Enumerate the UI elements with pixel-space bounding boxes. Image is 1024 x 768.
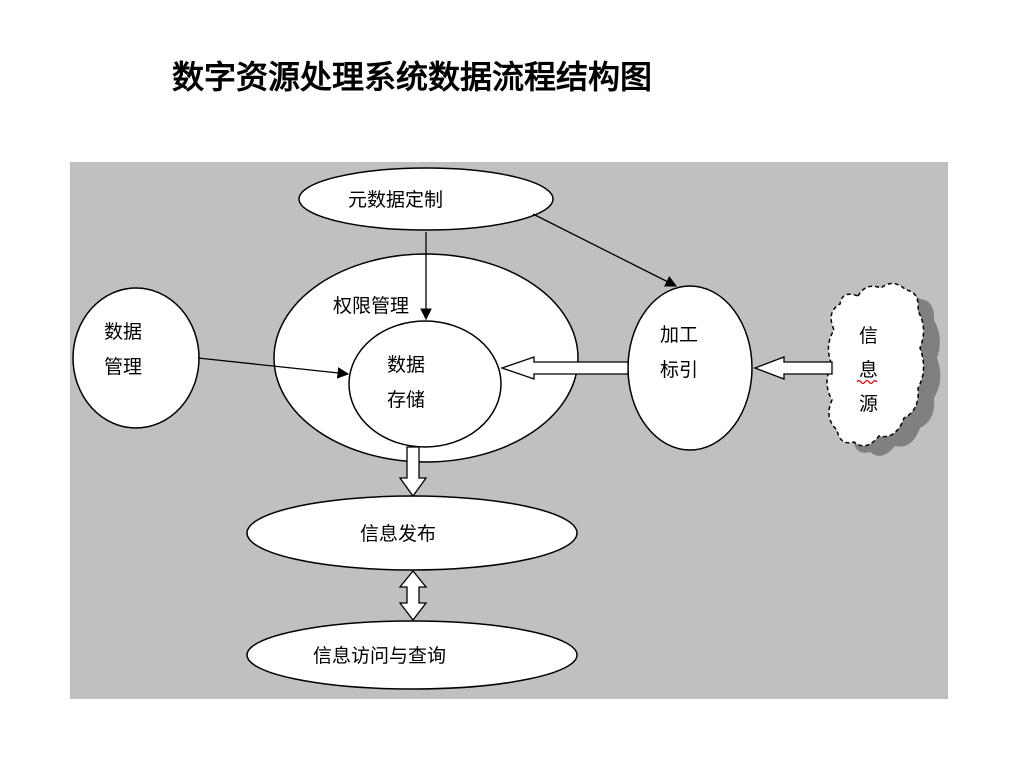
arrow-datamgmt-to-storage: [197, 357, 350, 379]
source-cloud: [826, 282, 925, 447]
access-ellipse: [246, 620, 578, 690]
metadata-ellipse: [298, 167, 554, 231]
storage-circle: [348, 320, 502, 448]
hollow-arrow-storage-to-publish: [398, 446, 428, 498]
hollow-arrow-source-to-processing: [753, 356, 833, 380]
data-mgmt-label-line2: 管理: [104, 356, 142, 378]
arrow-metadata-to-processing: [532, 213, 678, 287]
storage-label-line2: 存储: [387, 389, 425, 411]
storage-label-line1: 数据: [387, 354, 425, 376]
processing-label-line1: 加工: [660, 324, 698, 346]
source-label-line1: 信: [859, 325, 878, 347]
auth-label: 权限管理: [333, 295, 409, 317]
source-label-line2: 息: [859, 359, 878, 381]
publish-ellipse: [246, 495, 578, 571]
source-label-line3: 源: [859, 393, 878, 415]
data-mgmt-label-line1: 数据: [104, 321, 142, 343]
hollow-arrow-processing-to-storage: [500, 356, 629, 380]
hollow-arrow-publish-access: [398, 569, 428, 622]
access-label: 信息访问与查询: [313, 645, 446, 667]
processing-label-line2: 标引: [660, 359, 698, 381]
spellcheck-underline: [856, 379, 878, 385]
metadata-label: 元数据定制: [348, 189, 443, 211]
publish-label: 信息发布: [360, 523, 436, 545]
page-title: 数字资源处理系统数据流程结构图: [172, 58, 653, 96]
